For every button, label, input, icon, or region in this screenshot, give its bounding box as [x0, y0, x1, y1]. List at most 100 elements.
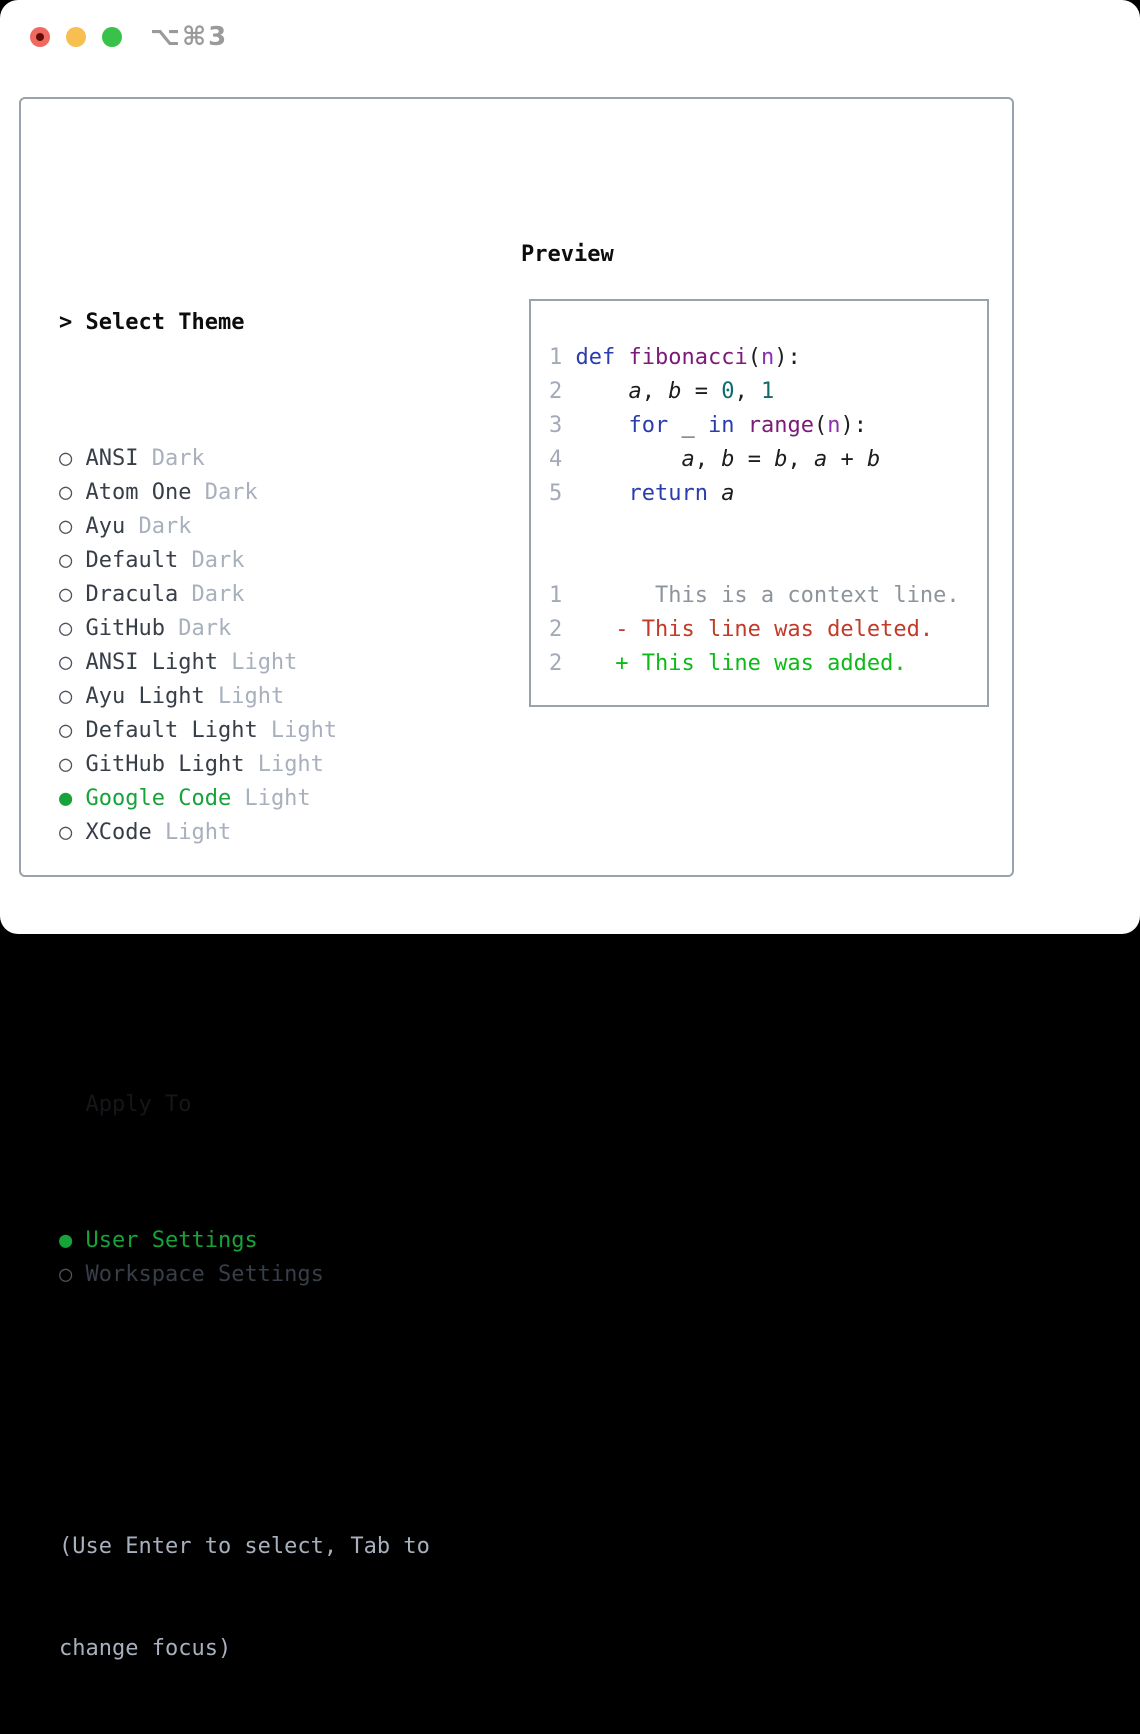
radio-icon: ○: [59, 480, 86, 505]
code-segment-kwd: in: [708, 413, 735, 438]
preview-line: [549, 545, 987, 579]
section-gap: [59, 1394, 430, 1428]
code-segment-typ: range: [748, 413, 814, 438]
radio-icon: ○: [59, 1262, 86, 1287]
apply-option-workspace-settings[interactable]: ○ Workspace Settings: [59, 1258, 430, 1292]
code-segment-pln: _: [668, 413, 708, 438]
theme-option-label: GitHub: [86, 616, 165, 641]
theme-option-github-light[interactable]: ○ GitHub Light Light: [59, 748, 430, 782]
theme-variant-tag: Dark: [178, 548, 244, 573]
code-segment-param: n: [827, 413, 840, 438]
theme-option-google-code[interactable]: ● Google Code Light: [59, 782, 430, 816]
preview-line: 3 for _ in range(n):: [549, 409, 987, 443]
line-number: 4: [549, 447, 562, 472]
theme-variant-tag: Dark: [178, 582, 244, 607]
theme-selector: > Select Theme ○ ANSI Dark○ Atom One Dar…: [59, 238, 430, 1734]
theme-option-dracula[interactable]: ○ Dracula Dark: [59, 578, 430, 612]
section-gap: [59, 952, 430, 986]
code-segment-pln: [562, 481, 628, 506]
code-segment-lit: 1: [761, 379, 774, 404]
radio-selected-icon: ●: [59, 786, 86, 811]
radio-selected-icon: ●: [59, 1228, 86, 1253]
theme-option-xcode[interactable]: ○ XCode Light: [59, 816, 430, 850]
preview-line: 1 def fibonacci(n):: [549, 341, 987, 375]
radio-icon: ○: [59, 616, 86, 641]
preview-box: 1 def fibonacci(n): 2 a, b = 0, 1 3 for _ …: [529, 299, 989, 707]
line-number: 2: [549, 379, 562, 404]
code-segment-var: a: [814, 447, 827, 472]
theme-option-ayu[interactable]: ○ Ayu Dark: [59, 510, 430, 544]
radio-icon: ○: [59, 582, 86, 607]
radio-icon: ○: [59, 684, 86, 709]
preview-line: 1 This is a context line.: [549, 579, 987, 613]
preview-line: 4 a, b = b, a + b: [549, 443, 987, 477]
theme-option-label: XCode: [86, 820, 152, 845]
theme-variant-tag: Light: [231, 786, 310, 811]
theme-option-label: Ayu Light: [86, 684, 205, 709]
radio-icon: ○: [59, 446, 86, 471]
theme-variant-tag: Dark: [191, 480, 257, 505]
code-segment-param: n: [761, 345, 774, 370]
apply-option-user-settings[interactable]: ● User Settings: [59, 1224, 430, 1258]
theme-option-label: ANSI Light: [86, 650, 218, 675]
code-segment-var: a: [721, 481, 734, 506]
code-segment-pln: [562, 413, 628, 438]
radio-icon: ○: [59, 514, 86, 539]
code-segment-pln: ,: [642, 379, 669, 404]
theme-option-ansi[interactable]: ○ ANSI Dark: [59, 442, 430, 476]
code-segment-pln: [562, 345, 575, 370]
zoom-button[interactable]: [102, 27, 122, 47]
apply-to-header: Apply To: [59, 1088, 430, 1122]
code-segment-pln: [562, 379, 628, 404]
theme-option-default-light[interactable]: ○ Default Light Light: [59, 714, 430, 748]
code-segment-lit: 0: [721, 379, 734, 404]
radio-icon: ○: [59, 548, 86, 573]
theme-option-label: Dracula: [86, 582, 179, 607]
line-number: 1: [549, 583, 562, 608]
code-segment-pln: +: [827, 447, 867, 472]
minimize-button[interactable]: [66, 27, 86, 47]
theme-variant-tag: Light: [218, 650, 297, 675]
preview-lines: 1 def fibonacci(n): 2 a, b = 0, 1 3 for _ …: [549, 341, 987, 681]
code-segment-pln: ,: [695, 447, 722, 472]
theme-option-label: ANSI: [86, 446, 139, 471]
radio-icon: ○: [59, 650, 86, 675]
line-number: 5: [549, 481, 562, 506]
close-button[interactable]: [30, 27, 50, 47]
theme-variant-tag: Dark: [125, 514, 191, 539]
select-theme-header: > Select Theme: [59, 306, 430, 340]
main-panel: > Select Theme ○ ANSI Dark○ Atom One Dar…: [19, 97, 1014, 877]
select-theme-header-label: Select Theme: [86, 310, 245, 335]
theme-option-github[interactable]: ○ GitHub Dark: [59, 612, 430, 646]
window-title-shortcut: ⌥⌘3: [150, 22, 228, 52]
radio-icon: ○: [59, 752, 86, 777]
code-segment-pln: ):: [774, 345, 801, 370]
apply-option-label: User Settings: [86, 1228, 258, 1253]
preview-line: 2 + This line was added.: [549, 647, 987, 681]
preview-header: Preview: [521, 238, 614, 272]
code-segment-pln: ,: [734, 379, 761, 404]
theme-option-label: Google Code: [86, 786, 232, 811]
theme-option-ansi-light[interactable]: ○ ANSI Light Light: [59, 646, 430, 680]
theme-option-default[interactable]: ○ Default Dark: [59, 544, 430, 578]
code-segment-pln: =: [734, 447, 774, 472]
code-segment-ctx: This is a context line.: [562, 583, 959, 608]
preview-line: 5 return a: [549, 477, 987, 511]
code-segment-var: a: [628, 379, 641, 404]
theme-variant-tag: Light: [205, 684, 284, 709]
code-segment-pln: (: [814, 413, 827, 438]
line-number: 1: [549, 345, 562, 370]
code-segment-typ: fibonacci: [629, 345, 748, 370]
code-segment-pln: ):: [840, 413, 867, 438]
code-segment-var: b: [721, 447, 734, 472]
line-number: 2: [549, 651, 562, 676]
theme-option-atom-one[interactable]: ○ Atom One Dark: [59, 476, 430, 510]
theme-option-ayu-light[interactable]: ○ Ayu Light Light: [59, 680, 430, 714]
apply-to-list: ● User Settings○ Workspace Settings: [59, 1224, 430, 1292]
apply-to-header-label: Apply To: [86, 1092, 192, 1117]
help-text-line-2: change focus): [59, 1632, 430, 1666]
code-segment-var: a: [681, 447, 694, 472]
preview-line: [549, 511, 987, 545]
code-segment-kwd: return: [628, 481, 707, 506]
code-segment-pln: ,: [787, 447, 814, 472]
